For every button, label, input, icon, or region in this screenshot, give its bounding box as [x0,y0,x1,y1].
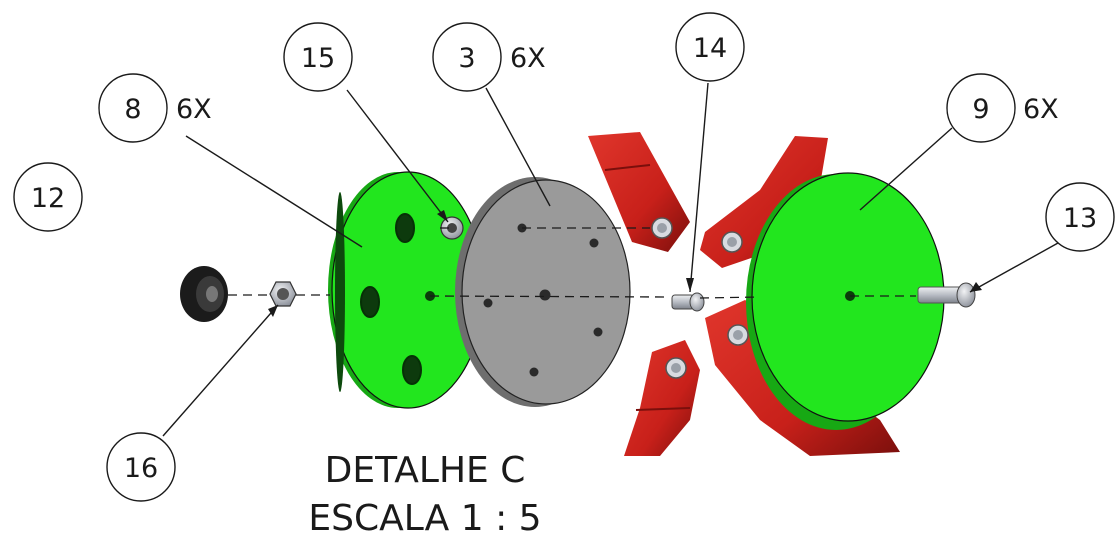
balloon-16-label: 16 [124,453,158,484]
balloon-12-label: 12 [31,183,65,214]
disc-8-hole-bottom [402,355,422,385]
disc-8-hole-left [360,286,380,318]
assembly-center-lines [228,227,916,299]
disc-8-hole-top [395,213,415,243]
balloon-9-label: 9 [972,94,989,125]
balloon-16: 16 [106,432,176,502]
balloon-15-label: 15 [301,43,335,74]
detail-scale: ESCALA 1 : 5 [308,498,541,539]
balloon-14-label: 14 [693,33,727,64]
balloon-9: 9 6X [946,73,1059,143]
balloon-13-label: 13 [1063,203,1097,234]
balloon-8: 8 6X [98,73,212,143]
balloon-13: 13 [1045,182,1115,252]
balloon-14: 14 [675,12,745,82]
part-3-gray-disc [455,177,631,407]
red-arm-bottom-left [624,340,700,456]
balloon-3-qty: 6X [510,43,546,74]
balloon-12: 12 [13,162,83,232]
detail-title: DETALHE C [325,450,526,491]
balloon-8-qty: 6X [176,94,212,125]
part-16-hex-nut [269,281,297,307]
balloon-9-qty: 6X [1023,94,1059,125]
part-8-green-disc [328,171,485,409]
balloon-3: 3 6X [432,22,546,92]
balloon-8-label: 8 [124,94,141,125]
part-14-pin [671,292,705,312]
balloon-15: 15 [283,22,353,92]
part-12-black-cap [180,266,228,322]
part-9-green-disc [746,172,945,430]
leader-lines [162,82,1059,437]
balloon-3-label: 3 [458,43,475,74]
part-13-bolt [917,282,976,308]
